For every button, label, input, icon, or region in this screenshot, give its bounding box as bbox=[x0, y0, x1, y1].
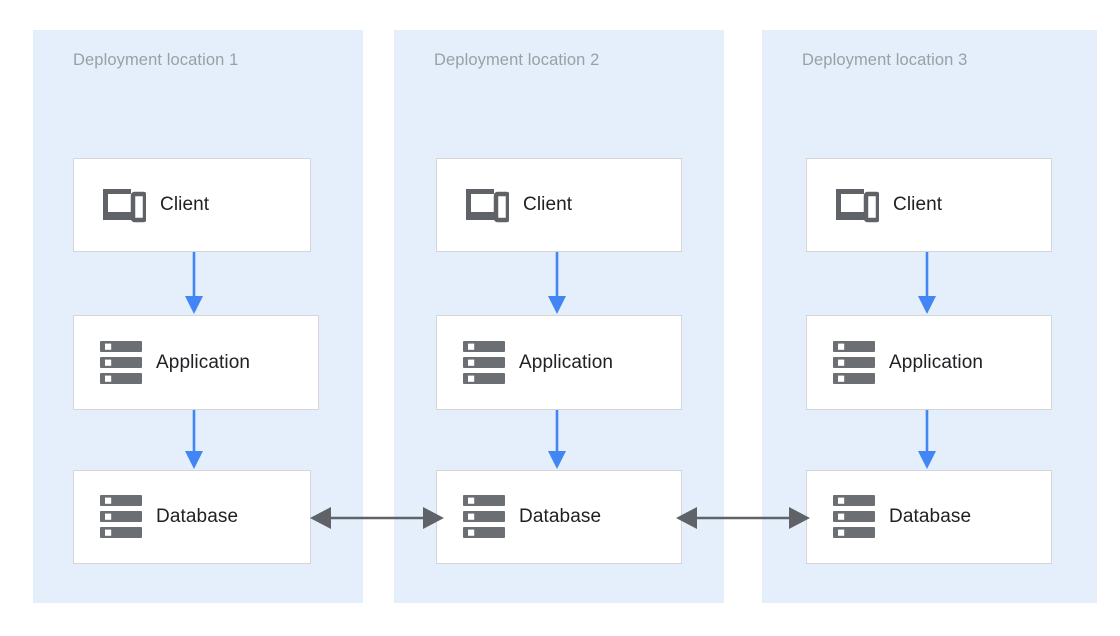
node-label-client-2: Client bbox=[523, 194, 573, 215]
node-client-1[interactable]: Client bbox=[73, 158, 311, 252]
node-label-client-3: Client bbox=[893, 194, 943, 215]
flow-arrow-client-to-application-1 bbox=[183, 252, 205, 315]
node-database-3[interactable]: Database bbox=[806, 470, 1052, 564]
node-database-1[interactable]: Database bbox=[73, 470, 311, 564]
zone-title-3: Deployment location 3 bbox=[802, 51, 968, 69]
node-application-2[interactable]: Application bbox=[436, 315, 682, 410]
node-application-3[interactable]: Application bbox=[806, 315, 1052, 410]
server-stack-icon bbox=[100, 340, 142, 385]
replication-arrow-db2-db3 bbox=[676, 503, 810, 533]
node-label-database-1: Database bbox=[156, 506, 239, 527]
node-label-database-2: Database bbox=[519, 506, 602, 527]
node-label-application-2: Application bbox=[519, 351, 614, 373]
zone-title-2: Deployment location 2 bbox=[434, 51, 600, 69]
flow-arrow-client-to-application-3 bbox=[916, 252, 938, 315]
client-devices-icon bbox=[100, 187, 146, 223]
node-client-2[interactable]: Client bbox=[436, 158, 682, 252]
deployment-zone-1: Deployment location 1 Client bbox=[33, 30, 363, 603]
node-label-client-1: Client bbox=[160, 194, 210, 215]
node-application-1[interactable]: Application bbox=[73, 315, 319, 410]
server-stack-icon bbox=[833, 340, 875, 385]
server-stack-icon bbox=[100, 495, 142, 539]
server-stack-icon bbox=[833, 495, 875, 539]
node-database-2[interactable]: Database bbox=[436, 470, 682, 564]
server-stack-icon bbox=[463, 495, 505, 539]
flow-arrow-application-to-database-3 bbox=[916, 410, 938, 470]
node-client-3[interactable]: Client bbox=[806, 158, 1052, 252]
zone-title-1: Deployment location 1 bbox=[73, 51, 239, 69]
client-devices-icon bbox=[463, 187, 509, 223]
replication-arrow-db1-db2 bbox=[310, 503, 444, 533]
node-label-application-1: Application bbox=[156, 351, 251, 373]
server-stack-icon bbox=[463, 340, 505, 385]
deployment-zone-2: Deployment location 2 Client bbox=[394, 30, 724, 603]
node-label-application-3: Application bbox=[889, 351, 984, 373]
deployment-zone-3: Deployment location 3 Client bbox=[762, 30, 1097, 603]
flow-arrow-application-to-database-2 bbox=[546, 410, 568, 470]
client-devices-icon bbox=[833, 187, 879, 223]
flow-arrow-application-to-database-1 bbox=[183, 410, 205, 470]
node-label-database-3: Database bbox=[889, 506, 972, 527]
flow-arrow-client-to-application-2 bbox=[546, 252, 568, 315]
